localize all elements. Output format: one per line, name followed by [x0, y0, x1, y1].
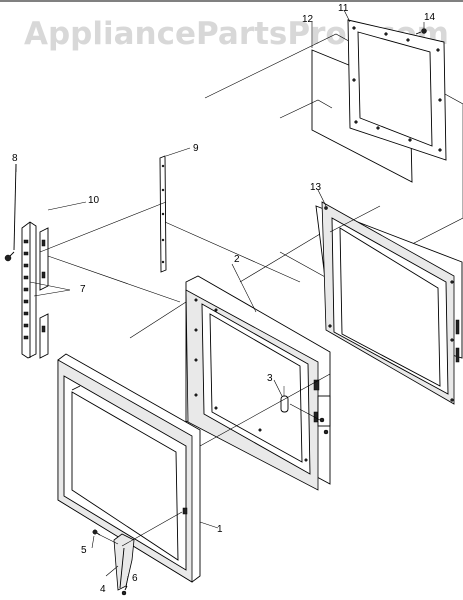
callout-3: 3 — [267, 373, 273, 384]
part-9-strip — [159, 155, 167, 273]
callout-14: 14 — [424, 12, 436, 23]
callout-labels: 1 2 3 4 5 6 7 8 9 10 11 12 13 14 — [12, 3, 436, 595]
part-13-inner-frame — [315, 201, 463, 405]
callout-10: 10 — [88, 195, 100, 206]
callout-1: 1 — [217, 524, 223, 535]
part-11-panel — [347, 19, 447, 161]
callout-5: 5 — [81, 545, 87, 556]
callout-7: 7 — [80, 284, 86, 295]
part-4-handle — [113, 533, 135, 591]
part-8-screw — [4, 163, 17, 262]
part-14-screw — [415, 28, 427, 35]
callout-12: 12 — [302, 14, 314, 25]
callout-11: 11 — [338, 3, 349, 14]
part-7-hinge-assembly — [21, 221, 49, 359]
leader-lines — [15, 9, 425, 589]
callout-2: 2 — [234, 254, 240, 265]
callout-4: 4 — [100, 584, 106, 595]
part-1-outer-door — [57, 353, 201, 583]
part-2-middle-frame — [185, 275, 331, 491]
callout-13: 13 — [310, 182, 322, 193]
callout-8: 8 — [12, 153, 18, 164]
callout-6: 6 — [132, 573, 138, 584]
callout-9: 9 — [193, 143, 199, 154]
